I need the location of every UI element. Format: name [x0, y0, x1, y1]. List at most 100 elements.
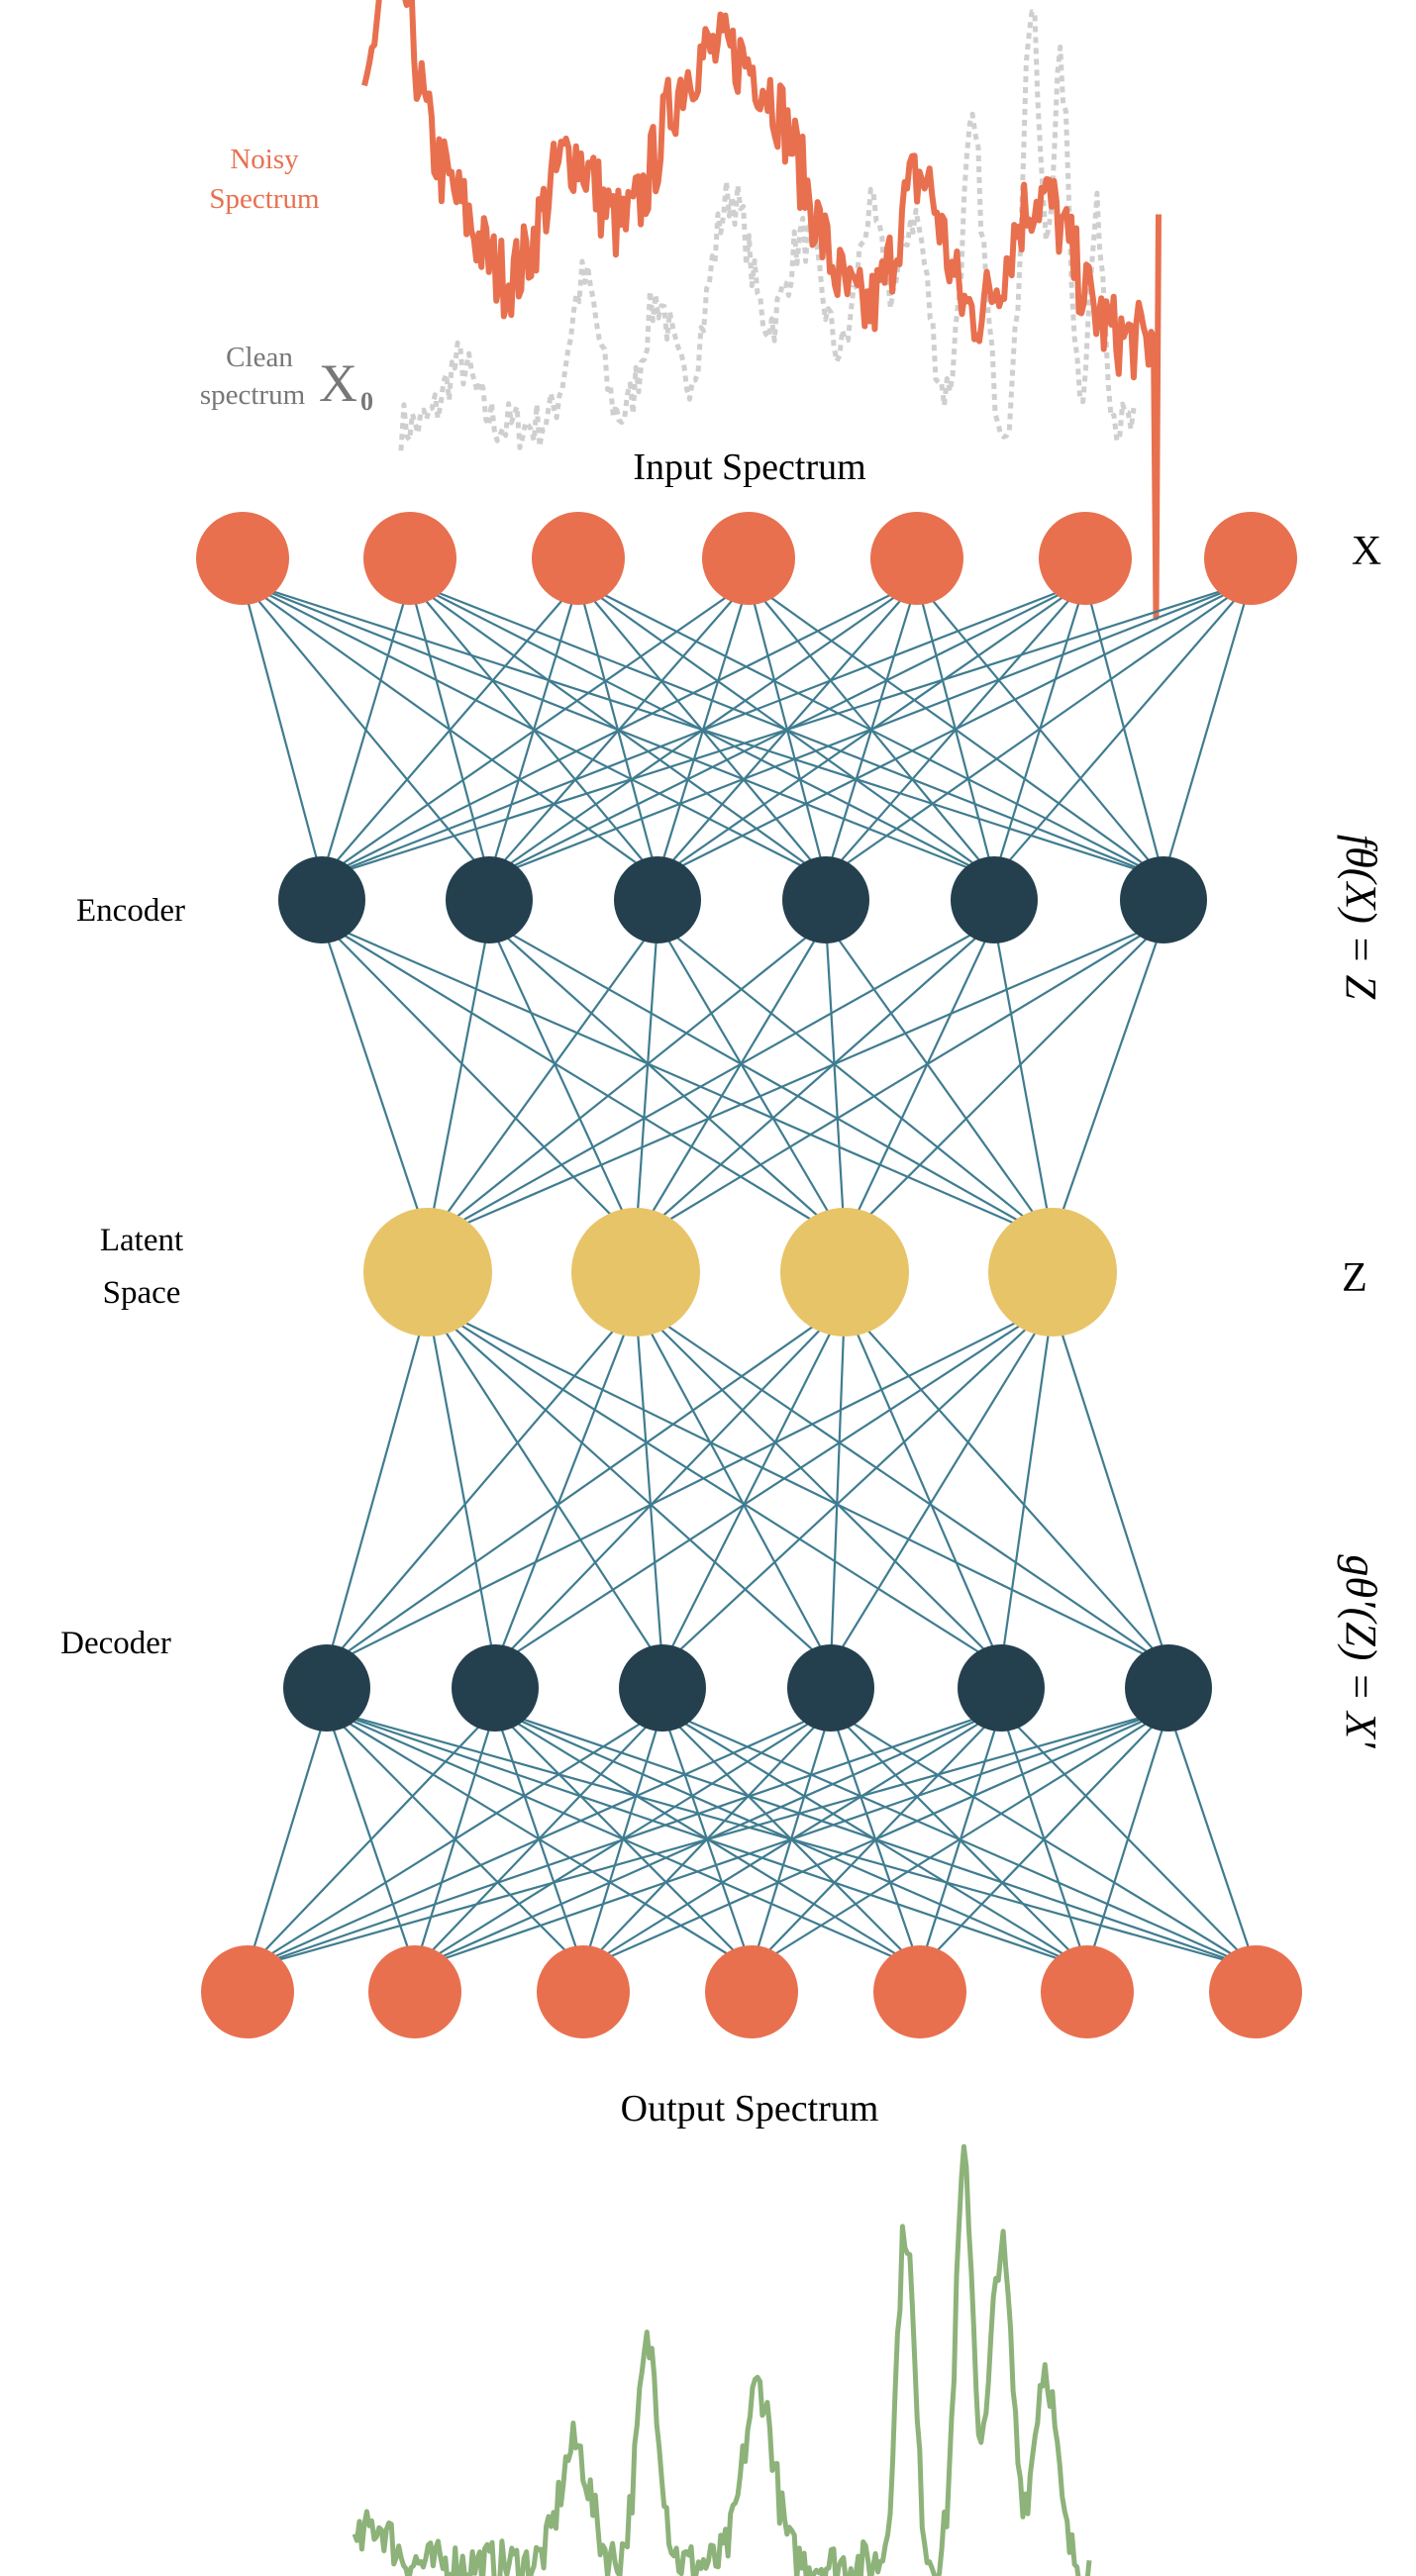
encoder-node [782, 856, 869, 943]
encoder-equation: fθ(X) = Z [1337, 835, 1385, 1000]
connection-edge [999, 1304, 1055, 1667]
connection-edge [919, 1709, 1169, 1970]
output-node [705, 1945, 798, 2038]
input-node [702, 512, 795, 605]
input-node [196, 512, 289, 605]
clean-symbol: X [319, 353, 357, 413]
connection-edge [427, 1303, 1002, 1667]
connection-edge [661, 1303, 1054, 1667]
connection-edge [427, 921, 827, 1241]
z-symbol: Z [1342, 1255, 1367, 1301]
input-node [363, 512, 456, 605]
output-node [537, 1945, 630, 2038]
output-node [873, 1945, 966, 2038]
connection-edge [427, 921, 658, 1241]
connection-edge [825, 580, 1252, 879]
noisy-spectrum-label-2: Spectrum [209, 183, 320, 215]
decoder-node [619, 1644, 706, 1732]
decoder-node [452, 1644, 539, 1732]
connection-edge [844, 921, 1164, 1241]
connection-edge [494, 1303, 1054, 1667]
connection-edge [427, 920, 1164, 1241]
latent-node [363, 1208, 492, 1337]
encoder-node [951, 856, 1038, 943]
connection-edge [321, 580, 1252, 880]
input-node [532, 512, 625, 605]
network-edges [241, 580, 1258, 1970]
connection-edge [635, 921, 827, 1241]
connection-edge [661, 1304, 846, 1667]
connection-edge [635, 1303, 1169, 1667]
output-node [368, 1945, 461, 2038]
spectra [352, 0, 1162, 2576]
connection-edge [427, 921, 995, 1241]
clean-spectrum-line [398, 9, 1137, 451]
connection-edge [247, 1708, 832, 1970]
connection-edge [247, 1708, 1169, 1970]
latent-space-label: Latent [100, 1223, 183, 1258]
decoder-label: Decoder [60, 1626, 171, 1661]
connection-edge [829, 1304, 847, 1667]
connection-edge [247, 1709, 663, 1970]
connection-edge [1166, 1709, 1258, 1969]
output-spectrum-title: Output Spectrum [621, 2088, 879, 2130]
connection-edge [488, 921, 846, 1241]
connection-edge [427, 1303, 663, 1667]
connection-edge [825, 921, 1054, 1241]
connection-edge [321, 920, 1054, 1241]
connection-edge [320, 581, 412, 879]
encoder-node [446, 856, 533, 943]
connection-edge [488, 580, 1252, 880]
input-node [870, 512, 963, 605]
decoder-node [1125, 1644, 1212, 1732]
connection-edge [824, 921, 847, 1240]
connection-edge [494, 1303, 846, 1667]
connection-edge [325, 1304, 430, 1667]
input-node [1039, 512, 1132, 605]
connection-edge [635, 921, 995, 1241]
connection-edge [1051, 1304, 1170, 1667]
connection-edge [488, 921, 1054, 1241]
latent-node [571, 1208, 700, 1337]
connection-edge [582, 1708, 1169, 1970]
decoder-node [283, 1644, 370, 1732]
connection-edge [414, 1708, 1169, 1970]
connection-edge [321, 580, 750, 879]
connection-edge [992, 921, 1055, 1240]
connection-edge [1083, 581, 1165, 879]
connection-edge [634, 921, 659, 1240]
connection-edge [246, 1709, 329, 1969]
clean-subscript: 0 [360, 387, 373, 416]
encoder-node [1120, 856, 1207, 943]
connection-edge [1162, 581, 1253, 879]
encoder-node [614, 856, 701, 943]
connection-edge [247, 1709, 496, 1970]
connection-edge [326, 1303, 846, 1667]
connection-edge [843, 1304, 1003, 1667]
connection-edge [321, 921, 846, 1241]
connection-edge [427, 1303, 1169, 1667]
clean-spectrum-label: Clean [226, 342, 293, 373]
connection-edge [830, 1303, 1054, 1667]
connection-edge [1051, 921, 1165, 1240]
latent-node [780, 1208, 909, 1337]
noisy-spectrum-label: Noisy [230, 144, 299, 175]
connection-edge [635, 1303, 1002, 1667]
connection-edge [241, 581, 324, 879]
connection-edge [321, 580, 579, 879]
connection-edge [426, 921, 491, 1240]
connection-edge [844, 921, 995, 1240]
connection-edge [326, 1303, 637, 1667]
network-nodes [196, 512, 1302, 2038]
connection-edge [321, 580, 1086, 880]
connection-edge [1085, 1709, 1170, 1969]
decoder-equation: gθ′(Z) = X′ [1337, 1554, 1385, 1749]
output-node [1209, 1945, 1302, 2038]
decoder-node [958, 1644, 1045, 1732]
connection-edge [657, 921, 846, 1241]
input-node [1204, 512, 1297, 605]
x-symbol: X [1352, 529, 1381, 574]
connection-edge [634, 1304, 664, 1667]
connection-edge [844, 1303, 1169, 1667]
